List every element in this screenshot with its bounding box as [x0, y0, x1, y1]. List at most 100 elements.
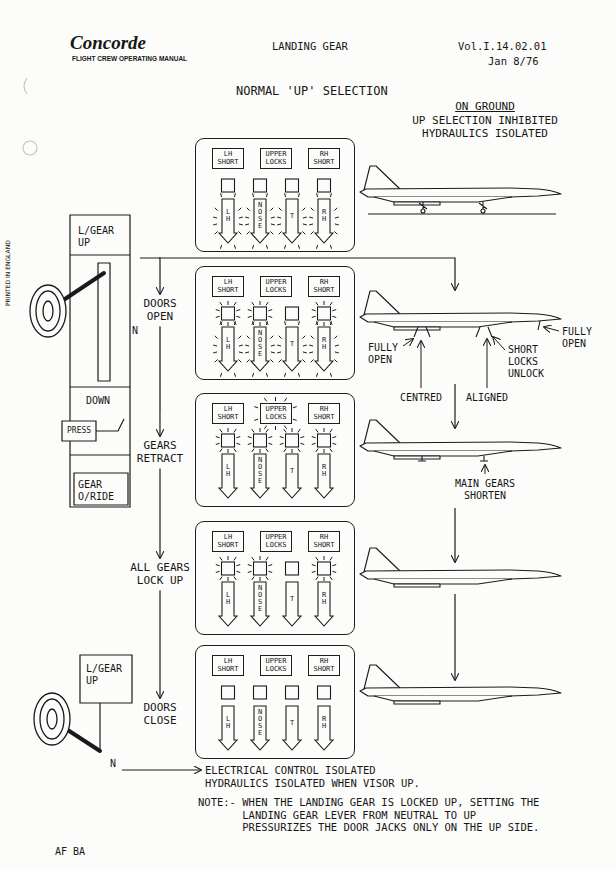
arrow-outline	[251, 582, 269, 626]
lit-indicator-ray	[285, 373, 286, 377]
gear-arrow-indicator: LH	[219, 582, 237, 626]
lit-indicator-ray	[277, 224, 281, 225]
leader-line	[485, 465, 486, 474]
gear-arrow-indicator: LH	[219, 199, 237, 243]
state-note: UP SELECTION INHIBITED HYDRAULICS ISOLAT…	[411, 114, 560, 140]
gear-arrow-indicator: T	[283, 706, 301, 750]
revision-date: Jan 8/76	[488, 55, 539, 68]
arrow-outline	[283, 582, 301, 626]
lit-indicator-ray	[239, 224, 243, 225]
lit-indicator-ray	[215, 208, 218, 211]
indicator-light	[318, 307, 331, 320]
gear-arrow-indicator: NOSE	[251, 706, 269, 750]
lit-indicator-ray	[311, 231, 314, 234]
gear-indicator-label: RH	[322, 337, 326, 351]
lit-indicator-ray	[285, 245, 286, 249]
stage-flow-arrow	[159, 326, 160, 436]
lit-indicator-ray	[247, 359, 250, 362]
indicator-caption: LH SHORT	[216, 279, 239, 294]
lit-indicator-ray	[335, 345, 339, 346]
lever-plate-part	[99, 703, 100, 749]
gear-indicator-label: T	[290, 468, 294, 475]
gear-arrow-indicator: T	[283, 327, 301, 371]
lit-indicator-ray	[234, 245, 235, 249]
indicator-caption-box: RH SHORT	[308, 655, 339, 676]
indicator-caption-box: LH SHORT	[212, 531, 243, 552]
lit-indicator-ray	[268, 316, 272, 317]
gear-lever: L/GEAR UPN	[26, 655, 136, 773]
lit-indicator-ray	[279, 231, 282, 234]
lit-indicator-ray	[324, 428, 325, 432]
label-holder: ELECTRICAL CONTROL ISOLATED HYDRAULICS I…	[205, 764, 423, 789]
lit-indicator-ray	[266, 449, 268, 452]
indicator-light	[254, 434, 267, 447]
lit-indicator-ray	[311, 208, 314, 211]
lit-indicator-ray	[271, 224, 275, 225]
label-holder: UP SELECTION INHIBITED HYDRAULICS ISOLAT…	[411, 114, 560, 140]
lit-indicator-ray	[228, 556, 229, 560]
lit-indicator-ray	[332, 571, 336, 572]
lit-indicator-ray	[252, 302, 254, 305]
lever-label-holder: N	[132, 325, 138, 337]
lit-indicator-ray	[303, 345, 307, 346]
lit-indicator-ray	[303, 217, 307, 218]
chapter-title: LANDING GEAR	[272, 40, 348, 53]
lit-indicator-ray	[253, 193, 254, 197]
lever-knob	[47, 709, 57, 729]
lit-indicator-ray	[252, 557, 254, 560]
leader-line	[487, 339, 488, 388]
arrow-outline	[251, 327, 269, 371]
lit-indicator-ray	[268, 565, 272, 566]
lit-indicator-ray	[236, 565, 240, 566]
gear-indicator-label: LH	[226, 464, 230, 478]
lit-indicator-ray	[234, 557, 236, 560]
print-mark: PRINTED IN ENGLAND	[4, 240, 11, 306]
arrow-outline	[219, 327, 237, 371]
sequence-arrow	[454, 508, 455, 562]
lit-indicator-ray	[248, 310, 252, 311]
arrow-outline	[315, 327, 333, 371]
lit-indicator-ray	[254, 419, 258, 420]
lit-indicator-ray	[332, 565, 336, 566]
gear-indicator-label: NOSE	[258, 202, 262, 230]
lever-plate-part	[70, 215, 130, 507]
lever-plate-part	[80, 655, 132, 703]
lever-label: N	[110, 758, 116, 770]
gear-leg	[419, 202, 487, 209]
indicator-caption: UPPER LOCKS	[264, 151, 287, 166]
aircraft-doors-open	[360, 291, 561, 330]
lit-indicator-ray	[266, 193, 267, 197]
aircraft-on-ground	[360, 166, 561, 205]
lit-indicator-ray	[238, 359, 241, 362]
lit-indicator-ray	[215, 359, 218, 362]
indicator-caption: RH SHORT	[312, 406, 335, 421]
lit-indicator-ray	[252, 429, 254, 432]
lit-indicator-ray	[270, 231, 273, 234]
lit-indicator-ray	[239, 352, 243, 353]
indicator-caption-box: RH SHORT	[308, 403, 339, 424]
lit-indicator-ray	[312, 316, 316, 317]
lit-indicator-ray	[312, 571, 316, 572]
lit-indicator-ray	[268, 443, 272, 444]
indicator-caption-box: LH SHORT	[212, 403, 243, 424]
lit-indicator-ray	[277, 352, 281, 353]
arrow-outline	[315, 582, 333, 626]
stage-heading: GEARS RETRACT	[135, 439, 185, 465]
lit-indicator-ray	[302, 336, 305, 339]
label-holder: AF BA	[55, 846, 85, 858]
lit-indicator-ray	[213, 352, 217, 353]
lit-indicator-ray	[247, 336, 250, 339]
operating-note: NOTE:- WHEN THE LANDING GEAR IS LOCKED U…	[198, 796, 543, 834]
lit-indicator-ray	[332, 443, 336, 444]
lit-indicator-ray	[298, 429, 300, 432]
lit-indicator-ray	[213, 217, 217, 218]
arrow-outline	[283, 454, 301, 498]
indicator-light	[286, 179, 299, 192]
lit-indicator-ray	[234, 302, 236, 305]
lever-label: L/GEAR UP	[78, 225, 117, 249]
lit-indicator-ray	[316, 302, 318, 305]
arrow-outline	[315, 706, 333, 750]
lit-indicator-ray	[292, 449, 293, 453]
lit-indicator-ray	[316, 429, 318, 432]
indicator-caption: UPPER LOCKS	[264, 534, 287, 549]
